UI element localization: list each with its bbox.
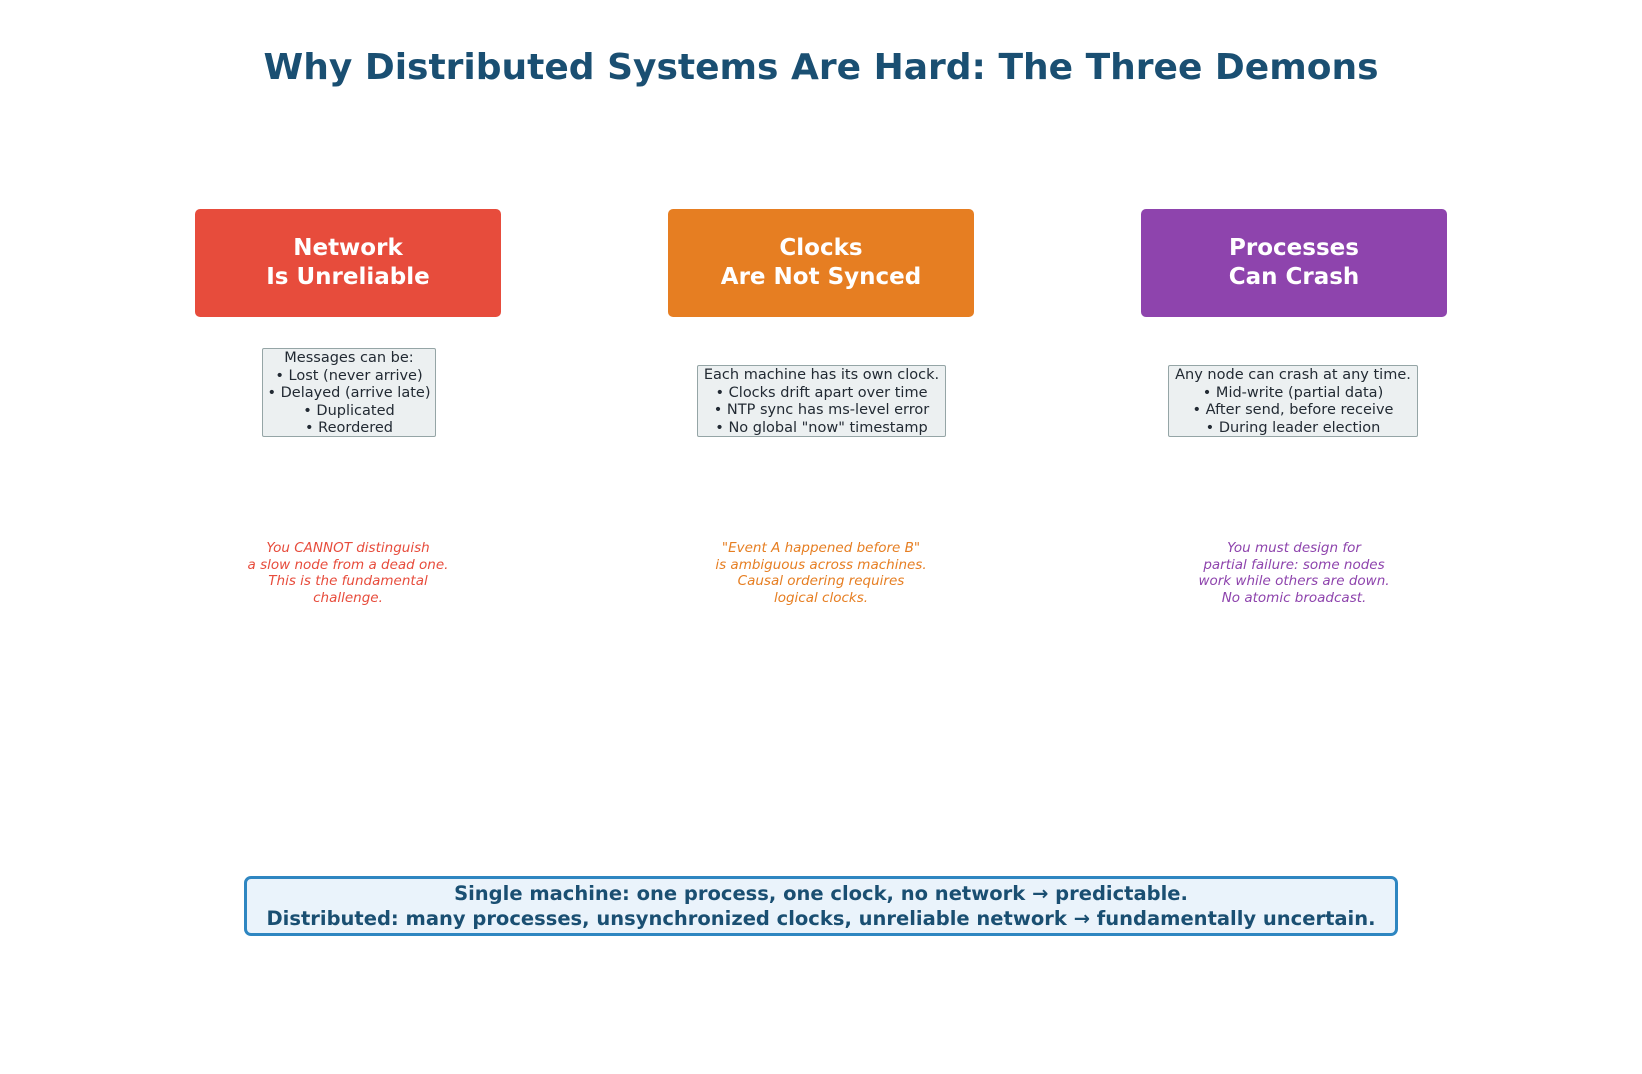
demon-processes-description: Any node can crash at any time. • Mid-wr… [1168,365,1418,437]
diagram-title: Why Distributed Systems Are Hard: The Th… [263,47,1379,88]
demon-network-note: You CANNOT distinguish a slow node from … [247,540,449,606]
demon-network-description: Messages can be: • Lost (never arrive) •… [262,348,436,437]
demon-processes-note: You must design for partial failure: som… [1198,540,1390,606]
demon-network-box: Network Is Unreliable [195,209,501,317]
demon-clocks-box: Clocks Are Not Synced [668,209,974,317]
summary-banner: Single machine: one process, one clock, … [244,876,1398,936]
demon-processes-box: Processes Can Crash [1141,209,1447,317]
demon-clocks-note: "Event A happened before B" is ambiguous… [715,540,927,606]
demon-clocks-description: Each machine has its own clock. • Clocks… [697,365,946,437]
